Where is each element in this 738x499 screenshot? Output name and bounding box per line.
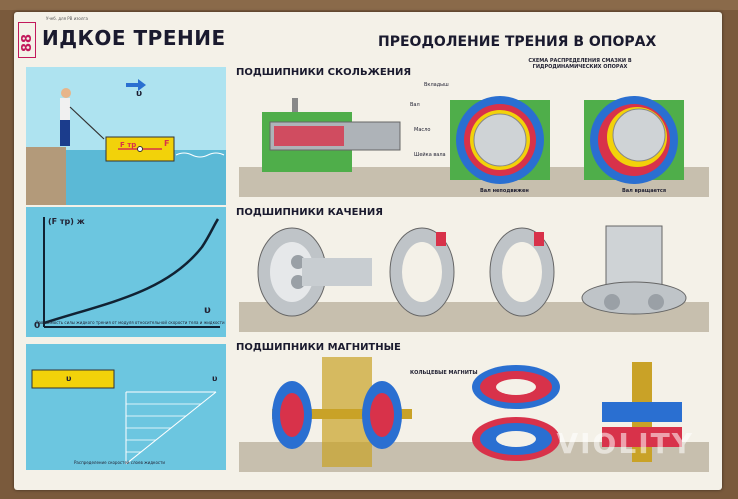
label-shaft-rotating: Вал вращается xyxy=(622,188,667,194)
title-left: ИДКОЕ ТРЕНИЕ xyxy=(42,26,226,50)
board-edge xyxy=(0,0,738,10)
small-print: Учеб. для РВ изолга xyxy=(46,16,88,21)
rolling-bearings-illustration xyxy=(257,225,687,317)
label-val: Вал xyxy=(410,102,420,108)
man-pulling-illustration xyxy=(26,79,225,205)
force-label: F xyxy=(164,139,170,148)
corner-number: 88 xyxy=(20,33,35,52)
label-maslo: Масло xyxy=(414,127,431,133)
number-box xyxy=(18,22,36,58)
friction-graph xyxy=(43,217,220,328)
section-sliding-bearings: ПОДШИПНИКИ СКОЛЬЖЕНИЯ xyxy=(236,67,412,78)
panel-velocity-layers: υ υ xyxy=(26,344,226,470)
friction-force-label: F тр xyxy=(120,141,137,149)
sliding-bearings-illustration xyxy=(262,96,684,184)
graph-caption: Зависимость силы жидкого трения от модул… xyxy=(36,320,225,325)
velocity-layers-diagram xyxy=(31,369,217,465)
label-vkladysh: Вкладыш xyxy=(424,82,449,88)
watermark: VIOLITY xyxy=(556,427,694,460)
scheme-caption: СХЕМА РАСПРЕДЕЛЕНИЯ СМАЗКИ В ГИДРОДИНАМИ… xyxy=(528,58,632,70)
label-shaft-still: Вал неподвижен xyxy=(480,188,529,194)
graph-origin: 0 xyxy=(34,321,41,331)
layers-caption: Распределение скоростей слоев жидкости xyxy=(74,460,166,465)
velocity-label: υ xyxy=(136,89,143,99)
magnetic-bearings-illustration xyxy=(272,357,682,467)
graph-y-label: (F тр) ж xyxy=(48,217,85,226)
section-magnetic-bearings: ПОДШИПНИКИ МАГНИТНЫЕ xyxy=(236,342,401,353)
poster: 88 Учеб. для РВ изолга ИДКОЕ ТРЕНИЕ ПРЕО… xyxy=(14,12,722,490)
panel-force-graph: (F тр) ж υ 0 xyxy=(26,207,226,337)
section-rolling-bearings: ПОДШИПНИКИ КАЧЕНИЯ xyxy=(236,207,383,218)
graph-x-label: υ xyxy=(204,305,211,316)
layer-velocity-label: υ xyxy=(212,374,218,383)
title-right: ПРЕОДОЛЕНИЕ ТРЕНИЯ В ОПОРАХ xyxy=(378,34,657,50)
label-ring-magnets: КОЛЬЦЕВЫЕ МАГНИТЫ xyxy=(410,370,478,376)
block-velocity-label: υ xyxy=(66,374,72,383)
label-sheika: Шейка вала xyxy=(414,152,446,158)
panel-liquid-friction: υ F тр F xyxy=(26,67,226,205)
